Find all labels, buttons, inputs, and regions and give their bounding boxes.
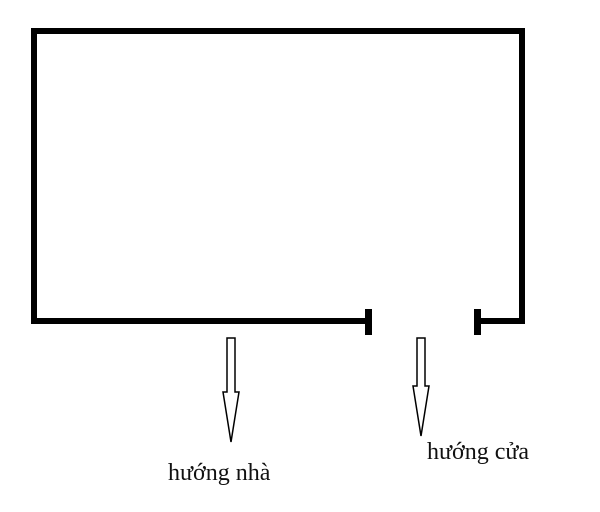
room-wall-outline — [31, 28, 525, 324]
house-direction-label: hướng nhà — [168, 460, 271, 486]
door-jamb-right — [474, 309, 481, 335]
house-direction-arrow-icon — [222, 337, 240, 443]
door-direction-arrow-icon — [412, 337, 430, 437]
door-jamb-left — [365, 309, 372, 335]
door-direction-label: hướng cửa — [427, 439, 529, 465]
